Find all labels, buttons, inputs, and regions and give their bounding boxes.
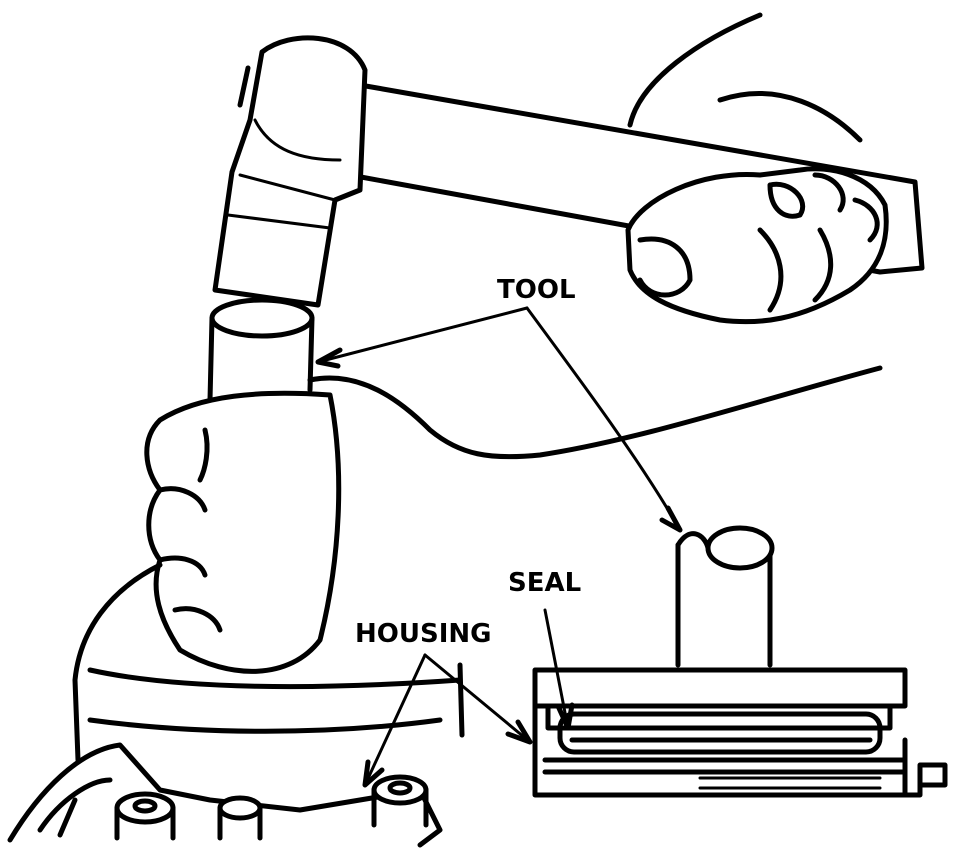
arrow-head-icon [362,759,385,788]
hammer [212,35,925,308]
left-hand [144,365,883,674]
housing-callout-line [363,653,427,787]
housing-boss [371,774,429,828]
seal [557,711,883,755]
arrow-head-icon [555,702,575,731]
right-hand [625,12,889,325]
housing-boss [114,791,176,841]
seal-label: SEAL [508,568,581,598]
tool-callout-line [316,306,529,364]
housing-label: HOUSING [355,619,491,649]
seal-section-view [532,525,948,798]
housing-assembly [7,562,465,848]
arrow-head-icon [659,505,683,533]
housing-callout-line [423,653,532,744]
arrow-head-icon [505,719,533,745]
tool-label: TOOL [497,275,576,305]
arrow-head-icon [315,347,343,369]
driver-tool [207,297,315,403]
callout-lines [315,306,683,788]
tool-callout-line [525,306,682,532]
seal-callout-line [543,608,570,730]
housing-boss [217,795,263,841]
